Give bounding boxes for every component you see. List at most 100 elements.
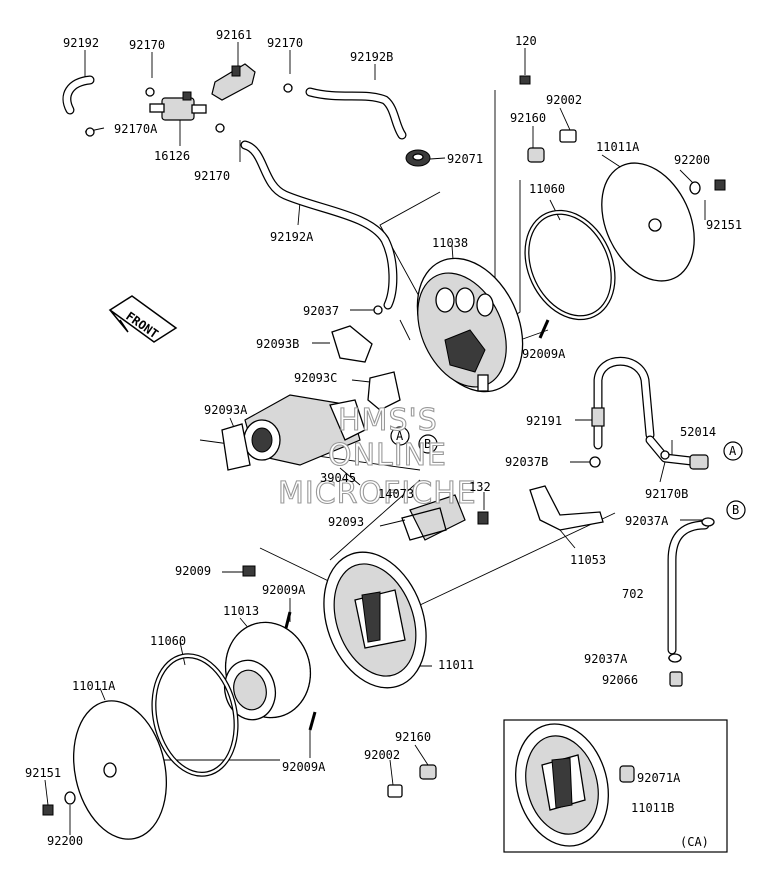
label-11013: 11013: [223, 604, 259, 618]
label-92002-bottom: 92002: [364, 748, 400, 762]
clip-92170b: [660, 450, 670, 460]
label-11038: 11038: [432, 236, 468, 250]
label-92192b: 92192B: [350, 50, 393, 64]
label-92160-top: 92160: [510, 111, 546, 125]
bushing-92160-bottom: [419, 764, 437, 780]
inset-label: (CA): [680, 835, 709, 849]
hose-92192a: [240, 140, 398, 310]
screw-92009a-top: [538, 319, 550, 339]
front-direction-indicator: [108, 295, 178, 343]
callout-b-hose: B: [726, 500, 746, 520]
inset-ca-panel: [503, 719, 728, 853]
label-92151-top: 92151: [706, 218, 742, 232]
label-92037: 92037: [303, 304, 339, 318]
screw-92151-top: [714, 179, 726, 191]
label-92009a-top: 92009A: [522, 347, 566, 361]
filter-element-11013: [223, 621, 312, 721]
clips-92170: [85, 83, 383, 315]
plug-92066: [669, 671, 683, 687]
screw-92009a-mid: [284, 611, 292, 629]
gasket-92093a: [221, 423, 251, 471]
spacer-92002-top: [559, 129, 577, 143]
screw-92151-bottom: [42, 804, 54, 816]
watermark-line-3: MICROFICHE: [278, 476, 477, 511]
housing-11011: [323, 551, 427, 689]
label-92200-bottom: 92200: [47, 834, 83, 848]
bracket-11053: [529, 485, 604, 531]
label-92170-a: 92170: [129, 38, 165, 52]
bushing-92160-top: [527, 147, 545, 163]
bracket-92161: [211, 63, 256, 101]
seal-11060-bottom: [151, 653, 239, 777]
screw-92009a-bottom: [308, 711, 317, 731]
gasket-92093c: [367, 371, 401, 411]
label-92071: 92071: [447, 152, 483, 166]
label-92002-top: 92002: [546, 93, 582, 107]
part-labels: 92192 92170 92161 92170 92192B 120 92002…: [25, 28, 742, 849]
label-92037a-bottom: 92037A: [584, 652, 628, 666]
label-702: 702: [622, 587, 644, 601]
adapter-14073: [409, 494, 466, 541]
screw-92009: [242, 565, 256, 577]
label-92093b: 92093B: [256, 337, 299, 351]
bolt-120: [519, 75, 531, 85]
label-92009: 92009: [175, 564, 211, 578]
spacer-92002-bottom: [387, 784, 403, 798]
cover-11011a-bottom: [72, 700, 168, 840]
callout-a-main: A: [390, 426, 410, 446]
watermark-line-1: HMS'S: [338, 403, 438, 438]
label-92093a: 92093A: [204, 403, 248, 417]
label-132: 132: [469, 480, 491, 494]
hose-92191: [591, 356, 655, 450]
grommet-92071: [405, 149, 431, 167]
label-92160-bottom: 92160: [395, 730, 431, 744]
washer-92200-top: [689, 181, 701, 195]
label-11011a-bottom: 11011A: [72, 679, 116, 693]
label-92200-top: 92200: [674, 153, 710, 167]
label-92170a: 92170A: [114, 122, 158, 136]
callout-a-hose: A: [723, 441, 743, 461]
label-92037a-top: 92037A: [625, 514, 669, 528]
svg-text:A: A: [729, 444, 737, 458]
gasket-92093: [401, 507, 447, 541]
svg-text:A: A: [396, 429, 404, 443]
backing-plate-11038: [416, 257, 524, 393]
hose-92192b: [305, 87, 407, 140]
label-11011: 11011: [438, 658, 474, 672]
svg-text:B: B: [424, 437, 431, 451]
hose-702: [667, 520, 710, 655]
label-11011a-top: 11011A: [596, 140, 640, 154]
label-92093c: 92093C: [294, 371, 337, 385]
label-11011b: 11011B: [631, 801, 674, 815]
svg-text:B: B: [732, 503, 739, 517]
valve-16126: [149, 91, 207, 121]
washer-92200-bottom: [64, 791, 76, 805]
label-92151-bottom: 92151: [25, 766, 61, 780]
label-52014: 52014: [680, 425, 716, 439]
label-120: 120: [515, 34, 537, 48]
label-11053: 11053: [570, 553, 606, 567]
intake-duct-39045: [243, 394, 366, 466]
label-92192: 92192: [63, 36, 99, 50]
clip-92037a: [668, 517, 715, 663]
label-39045: 39045: [320, 471, 356, 485]
label-92161: 92161: [216, 28, 252, 42]
label-16126: 16126: [154, 149, 190, 163]
label-92170b: 92170B: [645, 487, 688, 501]
cover-11011a-top: [601, 162, 695, 282]
label-92170-c: 92170: [194, 169, 230, 183]
gasket-92093b: [331, 325, 373, 363]
seal-11060-top: [524, 209, 616, 321]
valve-52014: [645, 435, 709, 470]
label-11060-bottom: 11060: [150, 634, 186, 648]
label-92009a-bottom: 92009A: [282, 760, 326, 774]
label-92191: 92191: [526, 414, 562, 428]
watermark: HMS'S ONLINE MICROFICHE: [277, 402, 477, 511]
label-92037b: 92037B: [505, 455, 548, 469]
watermark-line-2: ONLINE: [328, 438, 447, 473]
label-11060-top: 11060: [529, 182, 565, 196]
clip-92037b: [589, 456, 601, 468]
label-92192a: 92192A: [270, 230, 314, 244]
